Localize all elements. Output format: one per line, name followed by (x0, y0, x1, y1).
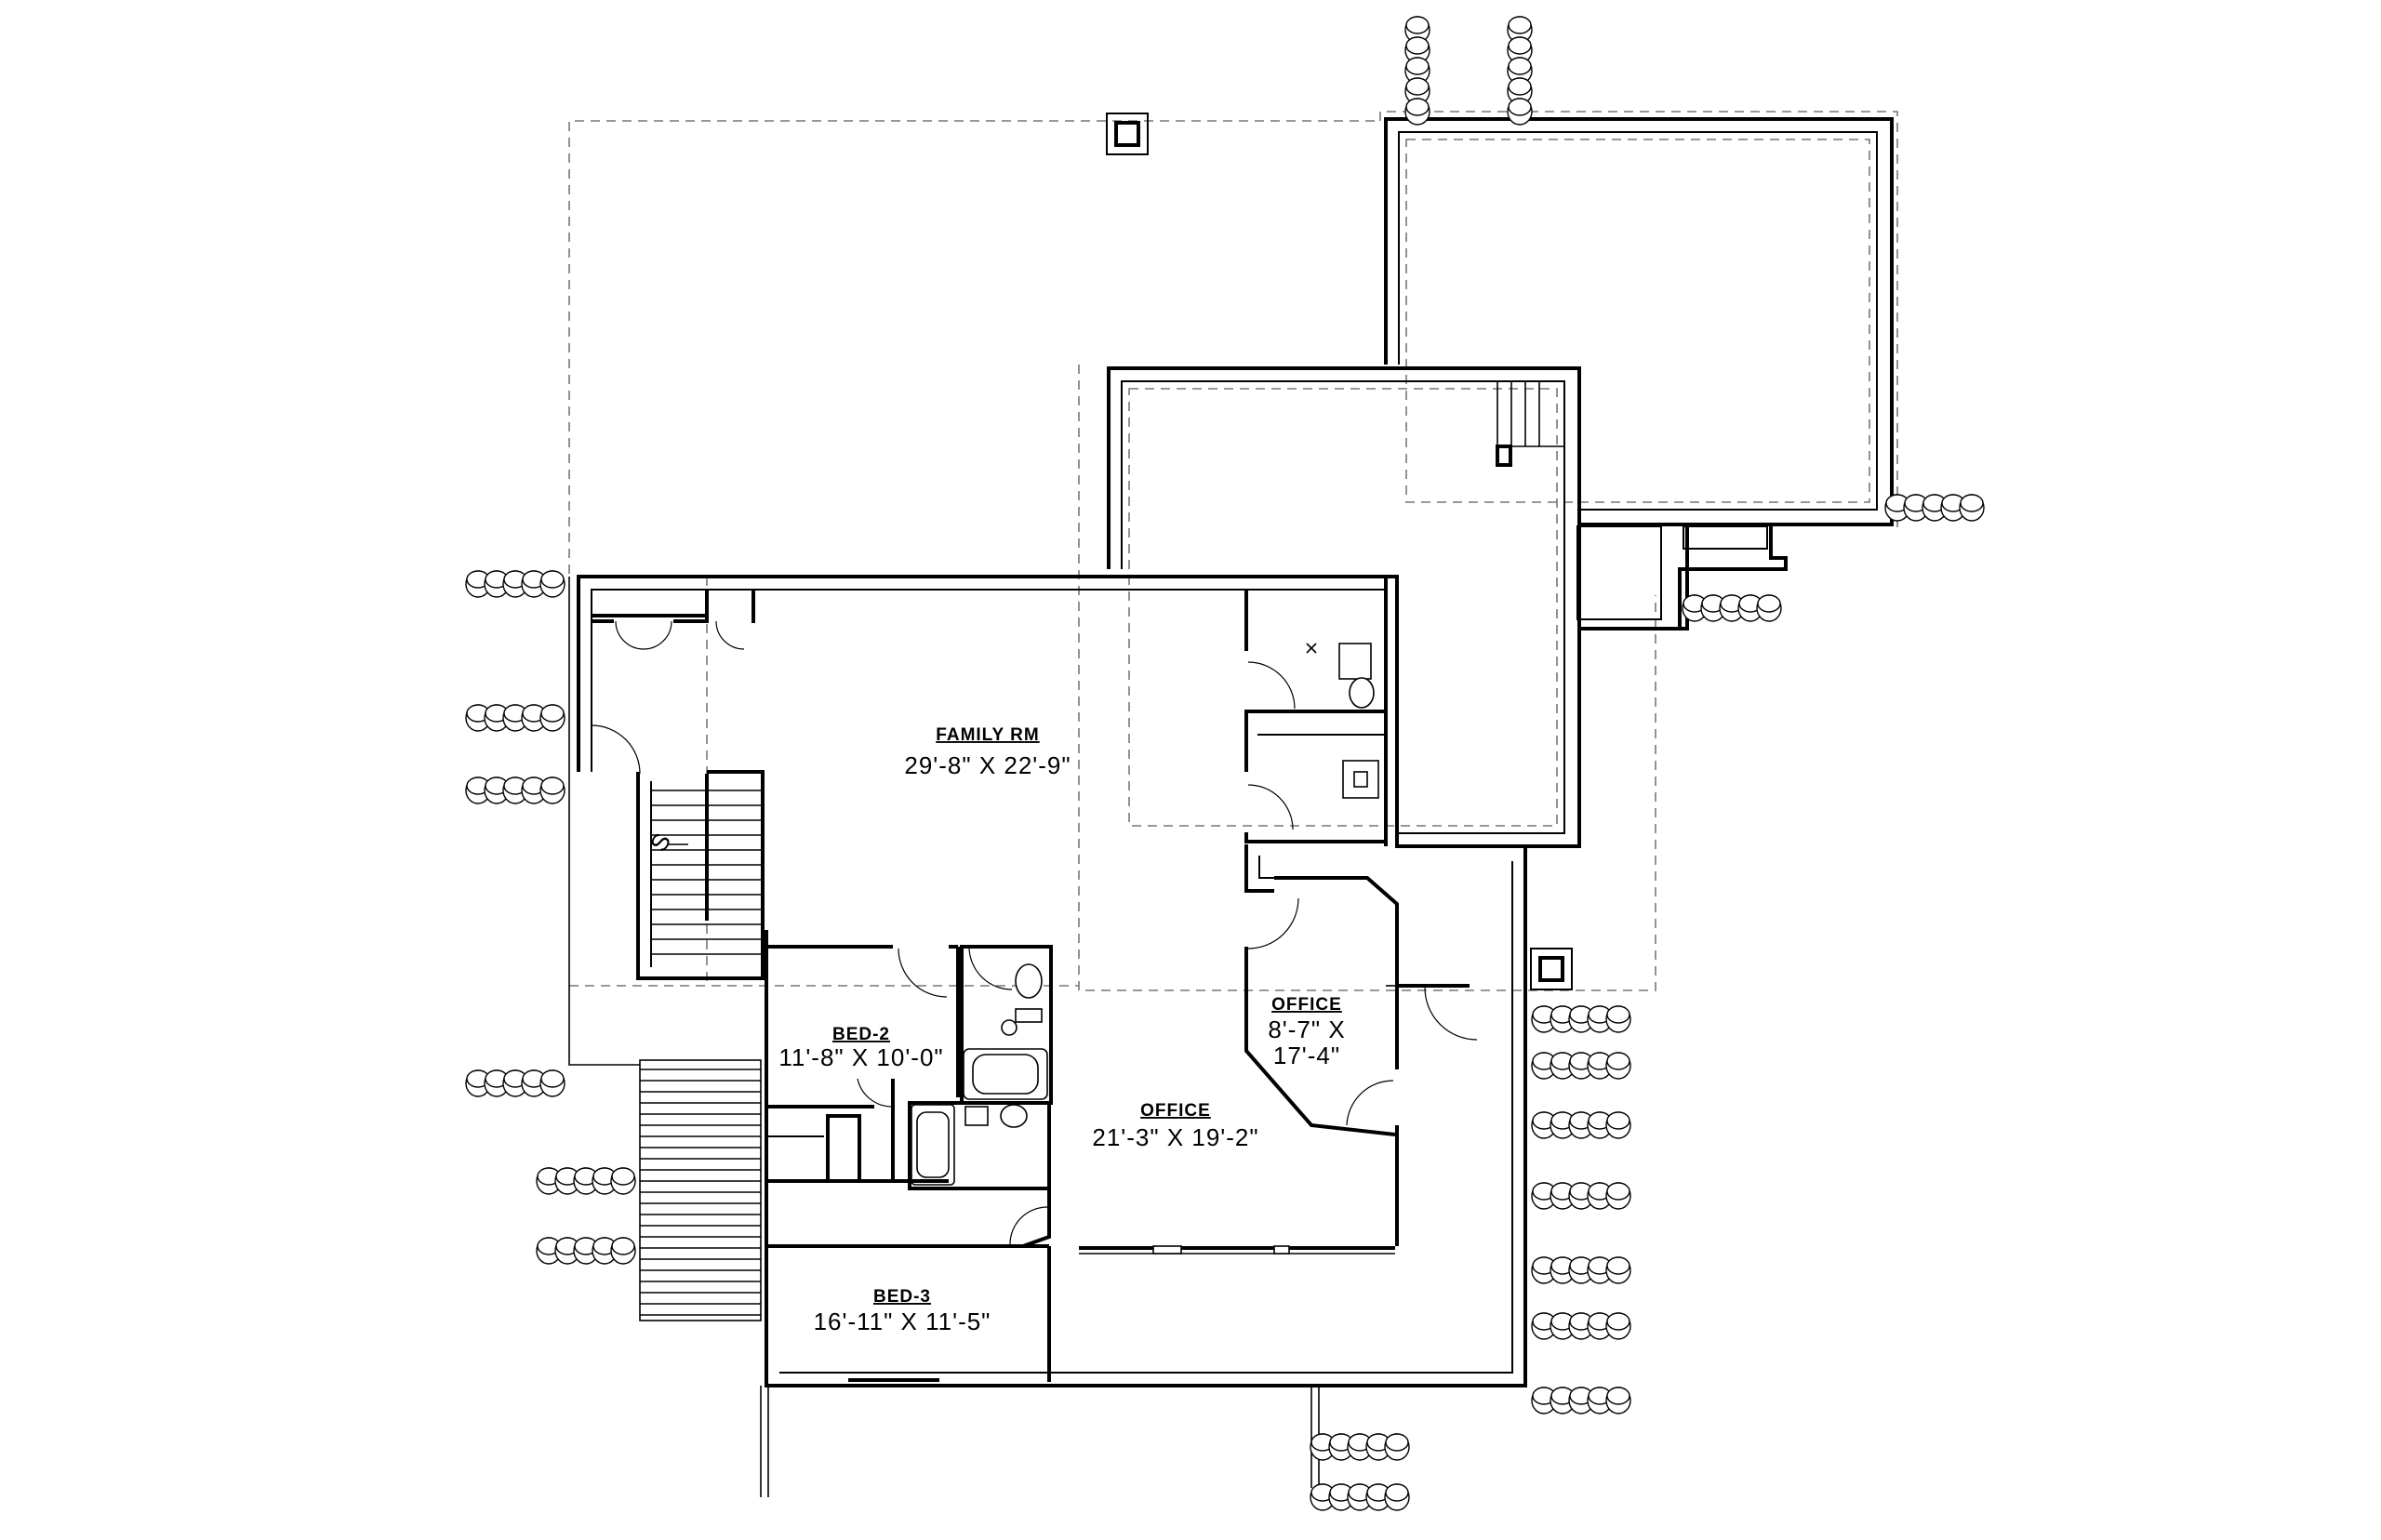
garage-side-rooms (1576, 524, 1788, 631)
hallway-right (1386, 984, 1478, 1041)
room-label-small-office: OFFICE 8'-7" X 17'-4" (1268, 995, 1345, 1069)
office-main-south-wall (1079, 1245, 1395, 1255)
roof-outline-dashed (568, 111, 1898, 991)
laundry-room (1244, 716, 1386, 843)
bed-2-walls (766, 945, 960, 1181)
small-office-size-1: 8'-7" X (1268, 1016, 1345, 1043)
bed-2-name: BED-2 (832, 1025, 890, 1044)
garage-upper-right (1384, 117, 1894, 526)
bed-2-size: 11'-8" X 10'-0" (778, 1043, 943, 1071)
room-label-bed-3: BED-3 16'-11" X 11'-5" (814, 1287, 991, 1335)
office-main-size: 21'-3" X 19'-2" (1092, 1123, 1258, 1151)
small-office-name: OFFICE (1271, 995, 1342, 1015)
house-exterior-wall (577, 575, 1527, 1387)
bathroom-1 (960, 945, 1053, 1105)
office-main-name: OFFICE (1140, 1101, 1211, 1121)
closet-bed2 (766, 1114, 949, 1183)
landscape-shrubs (466, 17, 1984, 1510)
room-label-office-main: OFFICE 21'-3" X 19'-2" (1092, 1101, 1258, 1151)
powder-room (1244, 577, 1388, 846)
bed-3-size: 16'-11" X 11'-5" (814, 1308, 991, 1335)
exterior-stairs (568, 577, 762, 1321)
bathroom-2 (908, 1101, 1051, 1237)
stair-direction-label: S (645, 828, 677, 856)
stair-treads (651, 774, 763, 955)
entry-closets (591, 590, 755, 775)
stairwell: S (636, 770, 765, 980)
room-label-bed-2: BED-2 11'-8" X 10'-0" (778, 1025, 943, 1071)
room-label-family: FAMILY RM 29'-8" X 22'-9" (904, 725, 1071, 779)
column-square-top (1106, 113, 1149, 155)
family-room-size: 29'-8" X 22'-9" (904, 751, 1071, 779)
family-room-name: FAMILY RM (936, 725, 1039, 745)
small-office-size-2: 17'-4" (1273, 1042, 1340, 1069)
column-square-right (1530, 948, 1573, 990)
porch-posts (760, 1386, 1320, 1497)
bed-3-walls (766, 1200, 1051, 1382)
bed-3-name: BED-3 (873, 1287, 931, 1307)
garage-steps (1496, 381, 1564, 467)
